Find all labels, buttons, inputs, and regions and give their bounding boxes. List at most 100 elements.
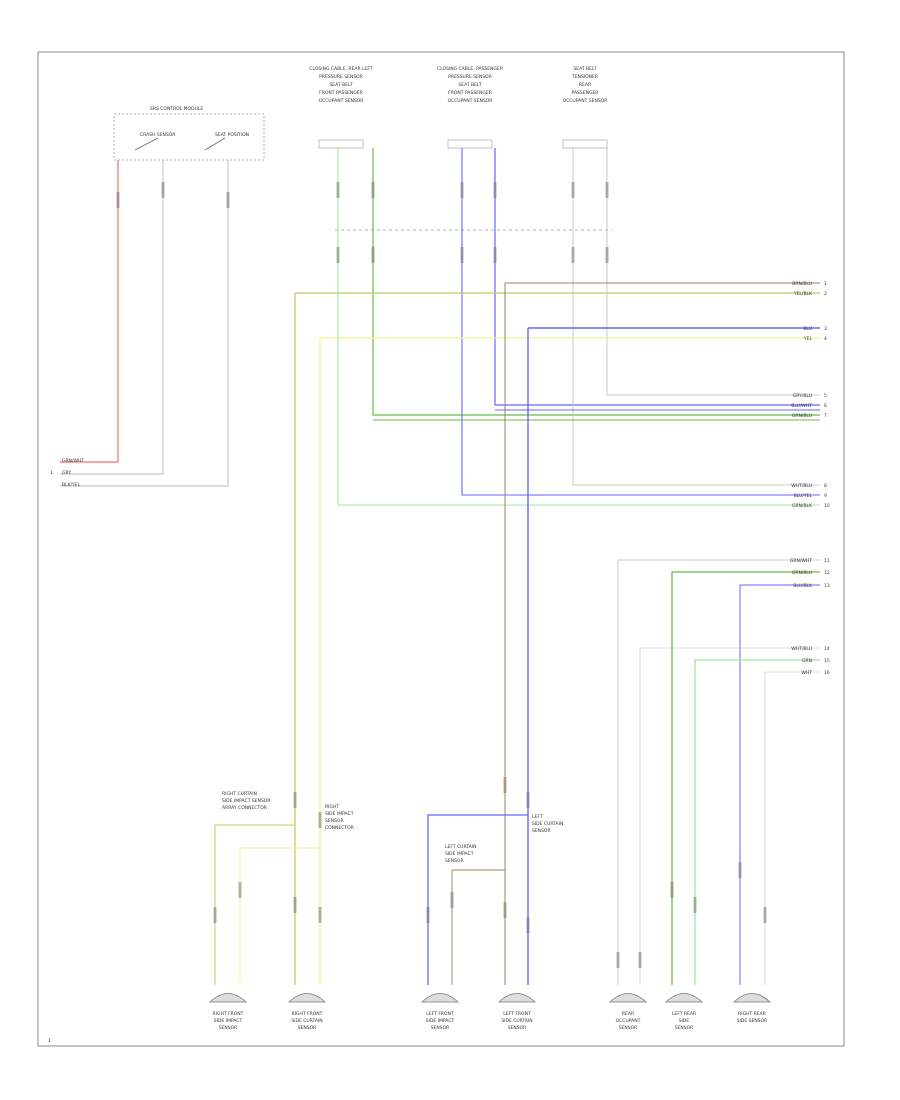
wire-yellow-branch xyxy=(239,847,320,985)
mid-label-m3-2: SENSOR xyxy=(445,858,464,864)
right-pin-1: 2 xyxy=(824,291,827,297)
top-connector-ps xyxy=(447,139,493,149)
sensor-b7 xyxy=(732,993,772,1003)
wire-tag-3 xyxy=(336,182,340,198)
bottom-label-b2-2: SENSOR xyxy=(298,1025,317,1031)
sensor-b5 xyxy=(608,993,648,1003)
wire-tag-28 xyxy=(638,952,642,968)
right-pin-9: 10 xyxy=(824,503,830,509)
right-label-5: BLU/WHT xyxy=(791,403,812,409)
switch-title: SRS CONTROL MODULE xyxy=(150,106,203,112)
top-label-ps-4: OCCUPANT SENSOR xyxy=(448,98,493,104)
right-label-1: YEL/BLK xyxy=(793,291,813,297)
wire-brown-branch xyxy=(451,869,505,985)
wire-blue-2b xyxy=(494,148,820,406)
right-label-8: BLU/YEL xyxy=(794,493,813,499)
top-label-rr-3: PASSENGER xyxy=(572,90,599,96)
sensor-b1 xyxy=(208,993,248,1003)
right-pin-7: 8 xyxy=(824,483,827,489)
right-pin-11: 12 xyxy=(824,570,830,576)
wire-tag-12 xyxy=(493,247,497,263)
wire-tag-30 xyxy=(693,897,697,913)
mid-label-m1-2: ARRAY CONNECTOR xyxy=(222,805,267,811)
bottom-label-b3-1: SIDE IMPACT xyxy=(426,1018,455,1024)
wire-tag-21 xyxy=(293,897,297,913)
mid-label-m4-0: LEFT xyxy=(532,814,543,820)
wire-green-r2 xyxy=(671,571,820,985)
right-pin-15: 16 xyxy=(824,670,830,676)
top-label-dr-3: FRONT PASSENGER xyxy=(319,90,363,96)
switch-left-label: CRASH SENSOR xyxy=(140,132,175,138)
wire-tag-22 xyxy=(318,907,322,923)
bottom-label-b5-1: OCCUPANT xyxy=(616,1018,641,1024)
top-connector-rr xyxy=(562,139,608,149)
right-label-3: YEL xyxy=(803,336,813,342)
bottom-label-b1-0: RIGHT FRONT xyxy=(213,1011,244,1017)
right-label-0: BRN/BLU xyxy=(792,281,812,287)
mid-label-m2-2: SENSOR xyxy=(325,818,344,824)
right-pin-14: 15 xyxy=(824,658,830,664)
mid-label-m1-1: SIDE IMPACT SENSOR xyxy=(222,798,270,804)
top-label-ps-0: CLOSING CABLE, PASSENGER xyxy=(437,66,503,72)
top-label-dr-1: PRESSURE SENSOR xyxy=(319,74,363,80)
right-pin-4: 5 xyxy=(824,393,827,399)
top-label-rr-2: REAR xyxy=(579,82,591,88)
switch-right-label: SEAT POSITION xyxy=(215,132,249,138)
wire-tag-20 xyxy=(238,882,242,898)
sensor-b6 xyxy=(664,993,704,1003)
bottom-label-b3-0: LEFT FRONT xyxy=(426,1011,454,1017)
left-labels: GRN/WHT GRY BLK/YEL 1 xyxy=(50,458,84,488)
bottom-label-b4-0: LEFT FRONT xyxy=(503,1011,531,1017)
wire-tag-9 xyxy=(336,247,340,263)
right-label-12: BLU/BLK xyxy=(793,583,813,589)
sensor-b4 xyxy=(497,993,537,1003)
bottom-label-b1-1: SIDE IMPACT xyxy=(214,1018,243,1024)
bottom-label-b6-0: LEFT REAR xyxy=(672,1011,696,1017)
right-pin-12: 13 xyxy=(824,583,830,589)
mid-label-m4-1: SIDE CURTAIN xyxy=(532,821,563,827)
wire-tag-5 xyxy=(460,182,464,198)
mid-label-m3-0: LEFT CURTAIN xyxy=(445,844,476,850)
top-label-ps-2: SEAT BELT xyxy=(458,82,481,88)
wire-tag-7 xyxy=(571,182,575,198)
wire-tag-8 xyxy=(605,182,609,198)
wires-layer xyxy=(60,148,820,985)
wire-tag-19 xyxy=(213,907,217,923)
wire-gray-r6 xyxy=(764,671,820,985)
bottom-label-b6-1: SIDE xyxy=(679,1018,690,1024)
wire-tag-17 xyxy=(503,777,507,793)
left-pin-marks: 1 xyxy=(50,470,53,476)
srs-module-switch: SRS CONTROL MODULE CRASH SENSOR SEAT POS… xyxy=(113,106,265,161)
bottom-label-b3-2: SENSOR xyxy=(431,1025,450,1031)
wire-tag-10 xyxy=(371,247,375,263)
right-pin-6: 7 xyxy=(824,413,827,419)
top-label-ps-1: PRESSURE SENSOR xyxy=(448,74,492,80)
wire-tag-23 xyxy=(426,907,430,923)
mid-label-m2-0: RIGHT xyxy=(325,804,339,810)
wire-lgreen-1 xyxy=(337,148,820,506)
wire-gray2-left xyxy=(60,160,229,487)
mid-label-m3-1: SIDE IMPACT xyxy=(445,851,474,857)
top-label-rr-4: OCCUPANT SENSOR xyxy=(563,98,608,104)
top-connector-dr xyxy=(318,139,364,149)
right-pin-0: 1 xyxy=(824,281,827,287)
left-label-1: GRN/WHT xyxy=(62,458,84,464)
wire-blue-r3 xyxy=(739,584,820,985)
right-label-11: GRN/BLU xyxy=(792,570,812,576)
wire-blue-branch xyxy=(427,814,528,985)
sensor-b3 xyxy=(420,993,460,1003)
wire-blue-2 xyxy=(461,148,820,496)
top-label-ps-3: FRONT PASSENGER xyxy=(448,90,492,96)
left-label-2: GRY xyxy=(62,470,71,476)
wire-tag-25 xyxy=(503,902,507,918)
bottom-label-b7-1: SIDE SENSOR xyxy=(737,1018,768,1024)
top-label-rr-0: SEAT BELT xyxy=(573,66,596,72)
wire-tag-32 xyxy=(763,907,767,923)
wire-olive-branch xyxy=(214,824,295,985)
wire-lgreen-r5 xyxy=(694,659,820,985)
wire-tag-11 xyxy=(460,247,464,263)
wire-gray-left xyxy=(60,160,164,475)
top-label-dr-4: OCCUPANT SENSOR xyxy=(319,98,364,104)
bottom-label-b7-0: RIGHT REAR xyxy=(738,1011,766,1017)
